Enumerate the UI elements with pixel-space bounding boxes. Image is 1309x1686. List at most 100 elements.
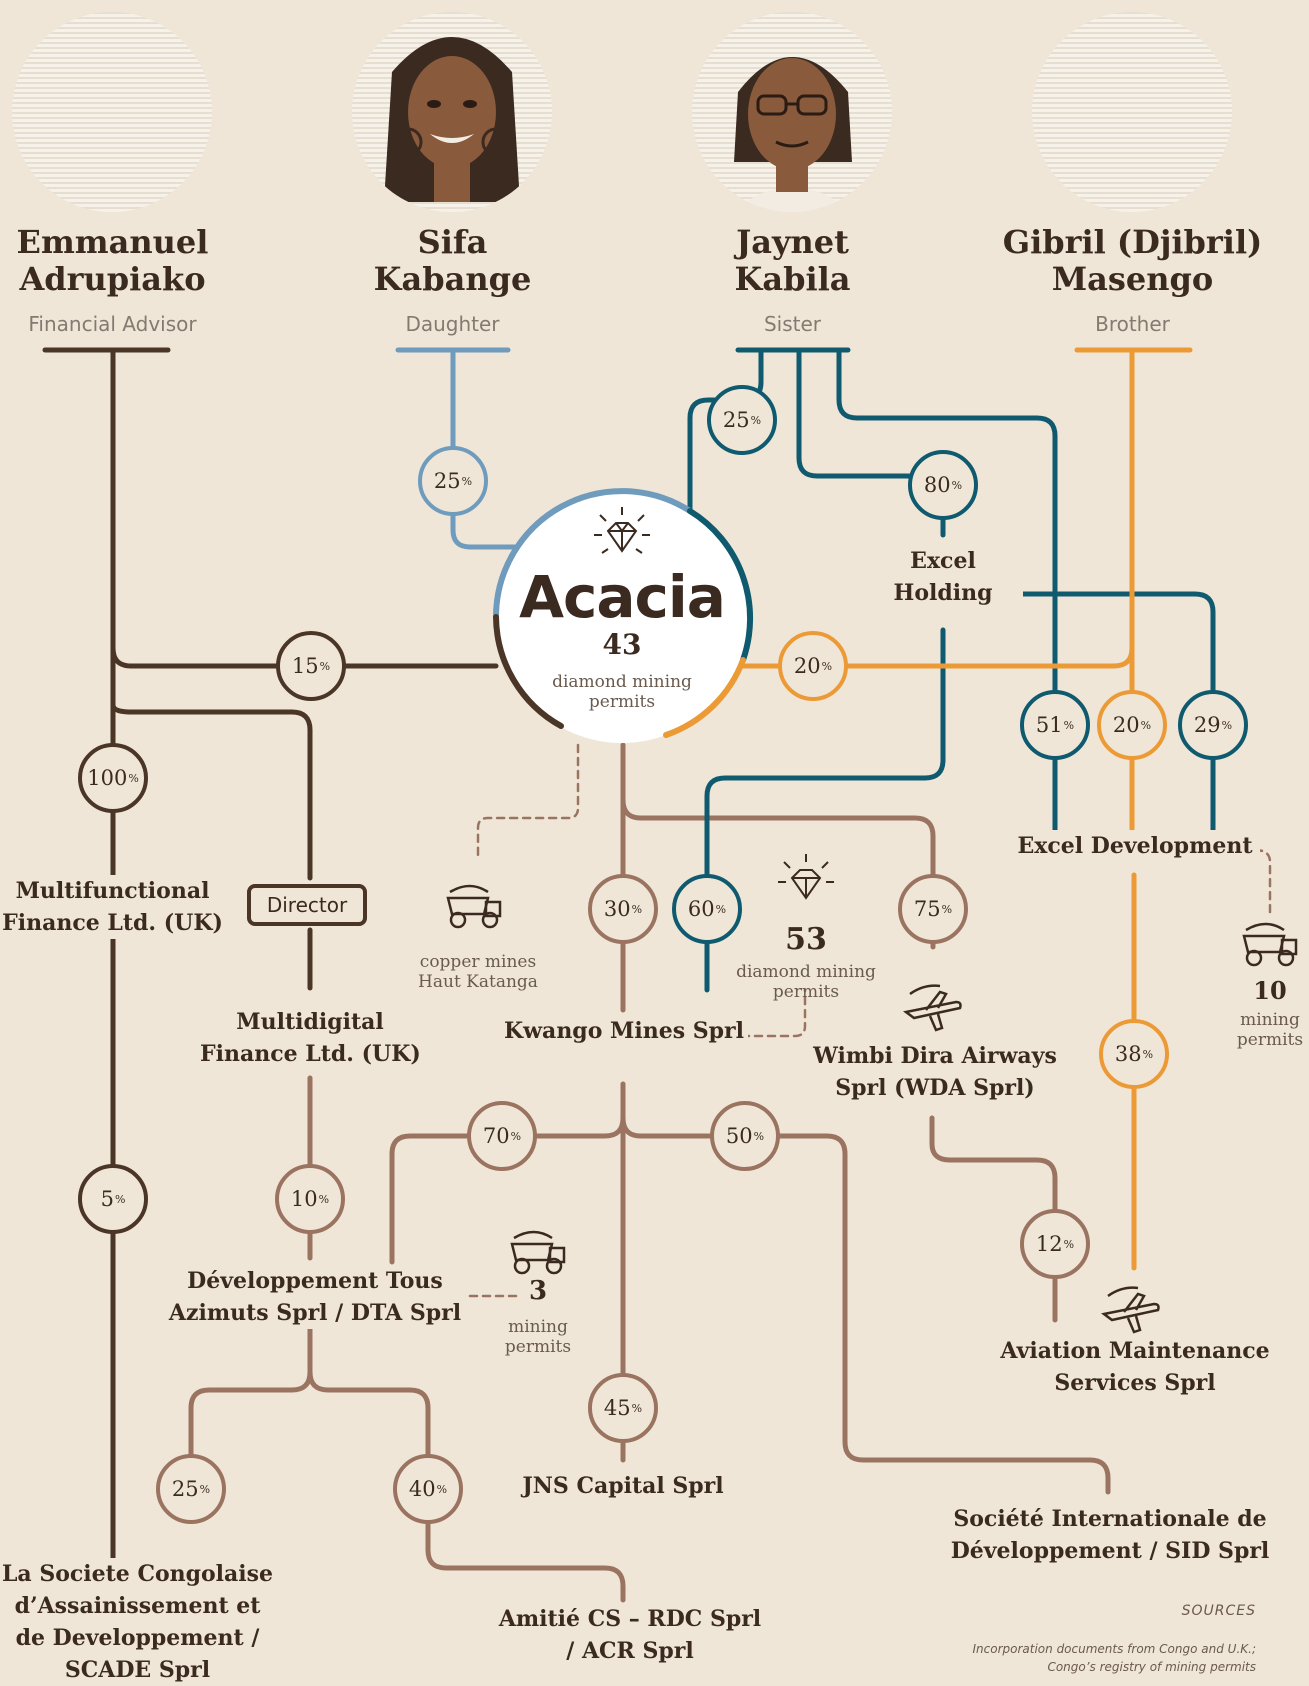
- pct-sign: %: [821, 659, 833, 673]
- sifa-role: Daughter: [405, 312, 500, 336]
- pct-sign: %: [114, 1192, 126, 1206]
- pct-excel-dev-jaynet: 51%: [1020, 690, 1090, 760]
- acacia-ring: [493, 488, 754, 743]
- pct-sign: %: [318, 1192, 330, 1206]
- sifa-name: Sifa Kabange: [340, 224, 565, 298]
- sifa-portrait: [352, 12, 552, 212]
- airplane-icon: [1101, 1286, 1160, 1334]
- pct-sign: %: [461, 474, 473, 488]
- pct-sign: %: [1142, 1047, 1154, 1061]
- excel-cap-line2: permits: [1236, 1030, 1304, 1050]
- pct-value: 40: [408, 1477, 436, 1501]
- wimbi-line1: Wimbi Dira Airways: [813, 1043, 1057, 1069]
- pct-wimbi: 75%: [898, 874, 968, 944]
- pct-value: 50: [725, 1124, 753, 1148]
- emmanuel-name: Emmanuel Adrupiako: [0, 224, 225, 298]
- multifunctional-line1: Multifunctional: [15, 878, 210, 904]
- jaynet-name-line1: Jaynet: [736, 223, 849, 261]
- pct-value: 100: [87, 766, 128, 790]
- pct-sign: %: [750, 413, 762, 427]
- dta-cap-line2: permits: [504, 1337, 572, 1357]
- dta-line2: Azimuts Sprl / DTA Sprl: [168, 1300, 462, 1326]
- pct-sifa-acacia: 25%: [418, 446, 488, 516]
- pct-sign: %: [128, 771, 139, 785]
- pct-multifunctional: 100%: [78, 743, 148, 813]
- pct-sign: %: [715, 902, 727, 916]
- pct-jaynet-excel-holding: 80%: [908, 450, 978, 520]
- pct-value: 60: [687, 897, 715, 921]
- sources-text: Incorporation documents from Congo and U…: [900, 1640, 1257, 1676]
- pct-value: 29: [1193, 713, 1221, 737]
- excel-cap-line1: mining: [1240, 1010, 1300, 1030]
- pct-value: 5: [100, 1187, 114, 1211]
- ams-line2: Services Sprl: [1054, 1370, 1216, 1396]
- kwango-cap-line1: diamond mining: [736, 962, 876, 982]
- pct-value: 45: [603, 1396, 631, 1420]
- acr-line2: / ACR Sprl: [566, 1638, 694, 1664]
- scade-line2: d’Assainissement et: [14, 1593, 261, 1619]
- pct-sign: %: [199, 1482, 211, 1496]
- pct-scade-dta: 25%: [156, 1454, 226, 1524]
- pct-ams-excel: 38%: [1099, 1019, 1169, 1089]
- airplane-icon: [903, 984, 962, 1032]
- sifa-name-line2: Kabange: [373, 260, 532, 298]
- pct-value: 12: [1035, 1232, 1063, 1256]
- gibril-name: Gibril (Djibril) Masengo: [990, 224, 1275, 298]
- copper-mines-caption: copper mines Haut Katanga: [400, 952, 556, 992]
- director-tag: Director: [247, 884, 367, 926]
- pct-kwango-holding: 60%: [672, 874, 742, 944]
- pct-sign: %: [951, 478, 963, 492]
- pct-value: 25: [171, 1477, 199, 1501]
- pct-dta: 70%: [467, 1101, 537, 1171]
- sifa-name-line1: Sifa: [417, 223, 488, 261]
- pct-value: 10: [290, 1187, 318, 1211]
- dta-line1: Développement Tous: [187, 1268, 443, 1294]
- jaynet-portrait-illustration: [732, 57, 852, 212]
- wimbi-line2: Sprl (WDA Sprl): [835, 1075, 1035, 1101]
- scade-line1: La Societe Congolaise: [1, 1561, 274, 1587]
- pct-scade: 5%: [78, 1164, 148, 1234]
- excel-permit-caption: mining permits: [1228, 1010, 1309, 1050]
- sifa-portrait-illustration: [384, 37, 520, 202]
- pct-ams-wimbi: 12%: [1020, 1209, 1090, 1279]
- excel-development-label: Excel Development: [1010, 830, 1260, 862]
- pct-value: 20: [793, 654, 821, 678]
- scade-line4: SCADE Sprl: [64, 1657, 211, 1683]
- emmanuel-lines: [42, 347, 499, 1681]
- pct-jaynet-acacia: 25%: [707, 385, 777, 455]
- pct-kwango-acacia: 30%: [588, 874, 658, 944]
- mining-truck-icon: [510, 1230, 566, 1275]
- gibril-portrait-placeholder: [1032, 12, 1232, 212]
- pct-sign: %: [1063, 718, 1075, 732]
- acr-line1: Amitié CS – RDC Sprl: [498, 1606, 762, 1632]
- jaynet-name-line2: Kabila: [734, 260, 851, 298]
- sid-line1: Société Internationale de: [953, 1506, 1267, 1532]
- pct-sign: %: [1063, 1237, 1075, 1251]
- pct-value: 80: [923, 473, 951, 497]
- mining-truck-icon: [1242, 922, 1298, 967]
- dta-label: Développement Tous Azimuts Sprl / DTA Sp…: [165, 1265, 465, 1329]
- multidigital-line2: Finance Ltd. (UK): [200, 1041, 421, 1067]
- multifunctional-label: Multifunctional Finance Ltd. (UK): [0, 875, 225, 939]
- acacia-permit-count: 43: [602, 628, 642, 661]
- mining-truck-icon: [446, 884, 502, 929]
- excel-holding-line2: Holding: [893, 580, 993, 606]
- jaynet-name: Jaynet Kabila: [680, 224, 905, 298]
- gibril-role: Brother: [1095, 312, 1170, 336]
- acr-label: Amitié CS – RDC Sprl / ACR Sprl: [480, 1603, 780, 1667]
- scade-line3: de Developpement /: [15, 1625, 260, 1651]
- multidigital-line1: Multidigital: [236, 1009, 384, 1035]
- pct-value: 75: [913, 897, 941, 921]
- copper-line2: Haut Katanga: [418, 972, 538, 992]
- pct-sign: %: [436, 1482, 448, 1496]
- pct-value: 20: [1112, 713, 1140, 737]
- jns-capital-label: JNS Capital Sprl: [505, 1470, 741, 1502]
- pct-value: 51: [1035, 713, 1063, 737]
- sid-label: Société Internationale de Développement …: [950, 1503, 1270, 1567]
- emmanuel-name-line1: Emmanuel: [16, 223, 209, 261]
- emmanuel-role: Financial Advisor: [28, 312, 197, 336]
- pct-sign: %: [1140, 718, 1152, 732]
- dta-cap-line1: mining: [508, 1317, 568, 1337]
- copper-line1: copper mines: [419, 952, 537, 972]
- pct-sign: %: [753, 1129, 765, 1143]
